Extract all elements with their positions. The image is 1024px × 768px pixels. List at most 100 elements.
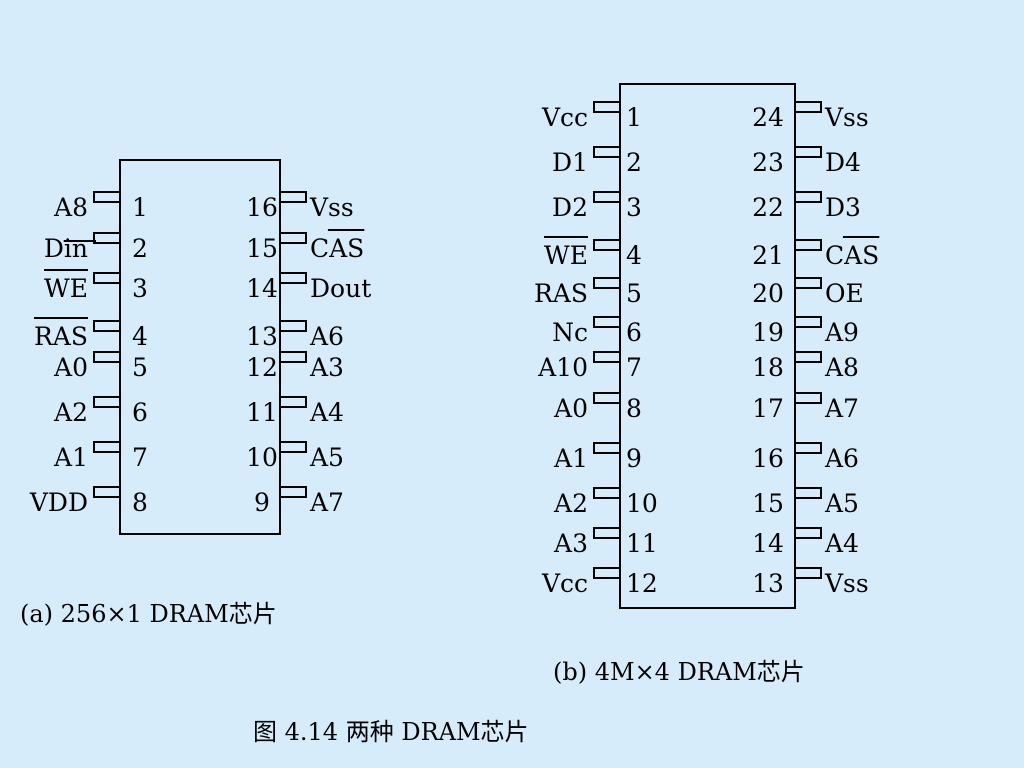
chip-b-pin-16: [794, 442, 822, 454]
chip-a-pin-16: [279, 191, 307, 203]
chip-a-pin-number: 5: [132, 353, 148, 382]
chip-b-pin-10: [593, 487, 621, 499]
chip-a-pin-6: [93, 396, 121, 408]
chip-a-pin-7: [93, 441, 121, 453]
chip-b-pin-9: [593, 442, 621, 454]
chip-b-pin-number: 24: [752, 103, 784, 132]
chip-a-pin-number: 12: [246, 353, 278, 382]
chip-b-pin-5: [593, 277, 621, 289]
chip-b-signal-a8: A8: [824, 353, 859, 382]
chip-a-pin-number: 15: [246, 234, 278, 263]
chip-a-pin-5: [93, 351, 121, 363]
chip-b-pin-13: [794, 567, 822, 579]
chip-b-pin-number: 9: [626, 444, 642, 473]
chip-a-signal-a4: A4: [309, 398, 344, 427]
chip-b-pin-number: 22: [752, 193, 784, 222]
chip-b-signal-a3: A3: [553, 529, 588, 558]
chip-a-pin-number: 10: [246, 443, 278, 472]
chip-a-pin-8: [93, 486, 121, 498]
chip-b-signal-d3: D3: [825, 193, 861, 222]
chip-b-signal-ras: RAS: [534, 279, 588, 308]
chip-a-pin-number: 14: [246, 274, 278, 303]
chip-a-pin-number: 4: [132, 322, 148, 351]
chip-a-signal-din: Din: [44, 234, 88, 263]
chip-a-signal-a0: A0: [53, 353, 88, 382]
chip-b-signal-a10: A10: [537, 353, 588, 382]
chip-b-pin-number: 18: [752, 353, 784, 382]
chip-b-signal-vss: Vss: [824, 569, 869, 598]
chip-a-pin-10: [279, 441, 307, 453]
chip-b-signal-cas: CAS: [825, 241, 879, 270]
chip-b-pin-15: [794, 487, 822, 499]
chip-b-pin-7: [593, 351, 621, 363]
chip-b-pin-number: 5: [626, 279, 642, 308]
chip-b-signal-vcc: Vcc: [541, 103, 588, 132]
chip-b-pin-number: 13: [752, 569, 784, 598]
chip-b-pin-3: [593, 191, 621, 203]
chip-a-signal-a2: A2: [53, 398, 88, 427]
chip-a-pin-9: [279, 486, 307, 498]
chip-a-pin-14: [279, 272, 307, 284]
chip-b-pin-17: [794, 392, 822, 404]
chip-a-signal-vss: Vss: [309, 193, 354, 222]
chip-b-pin-number: 2: [626, 148, 642, 177]
chip-a-pin-number: 3: [132, 274, 148, 303]
chip-b-signal-a7: A7: [824, 394, 859, 423]
chip-b-pin-18: [794, 351, 822, 363]
chip-a-signal-ras: RAS: [34, 322, 88, 351]
chip-b-pin-21: [794, 239, 822, 251]
chip-b-signal-a6: A6: [824, 444, 859, 473]
chip-b-signal-a0: A0: [553, 394, 588, 423]
chip-b-pin-number: 23: [752, 148, 784, 177]
chip-b-pin-number: 8: [626, 394, 642, 423]
chip-a-pin-2: [93, 232, 121, 244]
chip-b-pin-19: [794, 316, 822, 328]
chip-b-pin-number: 21: [752, 241, 784, 270]
chip-a-pin-3: [93, 272, 121, 284]
chip-b-pin-14: [794, 527, 822, 539]
chip-b-signal-oe: OE: [825, 279, 864, 308]
chip-b-pin-number: 11: [626, 529, 658, 558]
chip-b-pin-number: 14: [752, 529, 784, 558]
chip-b-signal-d2: D2: [552, 193, 588, 222]
chip-b-pin-20: [794, 277, 822, 289]
chip-a-signal-we: WE: [44, 274, 88, 303]
chip-b-signal-a9: A9: [824, 318, 859, 347]
chip-a-pin-13: [279, 320, 307, 332]
chip-b-signal-vcc: Vcc: [541, 569, 588, 598]
chip-b-signal-vss: Vss: [824, 103, 869, 132]
chip-b-pin-number: 17: [752, 394, 784, 423]
chip-b-signal-a2: A2: [553, 489, 588, 518]
chip-a-pin-number: 6: [132, 398, 148, 427]
chip-a-signal-a1: A1: [53, 443, 88, 472]
chip-a-pin-number: 7: [132, 443, 148, 472]
chip-b-signal-nc: Nc: [552, 318, 588, 347]
chip-a-pin-number: 16: [246, 193, 278, 222]
chip-a-pin-number: 2: [132, 234, 148, 263]
chip-b-pin-number: 20: [752, 279, 784, 308]
chip-b-pin-number: 6: [626, 318, 642, 347]
chip-b-signal-d4: D4: [825, 148, 861, 177]
chip-a-pin-number: 9: [254, 488, 270, 517]
chip-b-pin-number: 4: [626, 241, 642, 270]
chip-a-pin-12: [279, 351, 307, 363]
chip-a-signal-a5: A5: [309, 443, 344, 472]
figure-caption: 图 4.14 两种 DRAM芯片: [253, 718, 529, 746]
chip-a-signal-a3: A3: [309, 353, 344, 382]
chip-b-pin-number: 15: [752, 489, 784, 518]
chip-a-signal-a8: A8: [53, 193, 88, 222]
chip-b-pin-6: [593, 316, 621, 328]
chip-b-pin-12: [593, 567, 621, 579]
chip-b-pin-number: 7: [626, 353, 642, 382]
chip-b-pin-2: [593, 146, 621, 158]
chip-a-pin-1: [93, 191, 121, 203]
chip-b-signal-a1: A1: [553, 444, 588, 473]
chip-b-pin-4: [593, 239, 621, 251]
chip-b-pin-number: 10: [626, 489, 658, 518]
chip-a-pin-4: [93, 320, 121, 332]
chip-a-pin-number: 1: [132, 193, 148, 222]
chip-b-pin-number: 16: [752, 444, 784, 473]
chip-b-body: [619, 83, 796, 609]
chip-a-body: [119, 159, 281, 535]
